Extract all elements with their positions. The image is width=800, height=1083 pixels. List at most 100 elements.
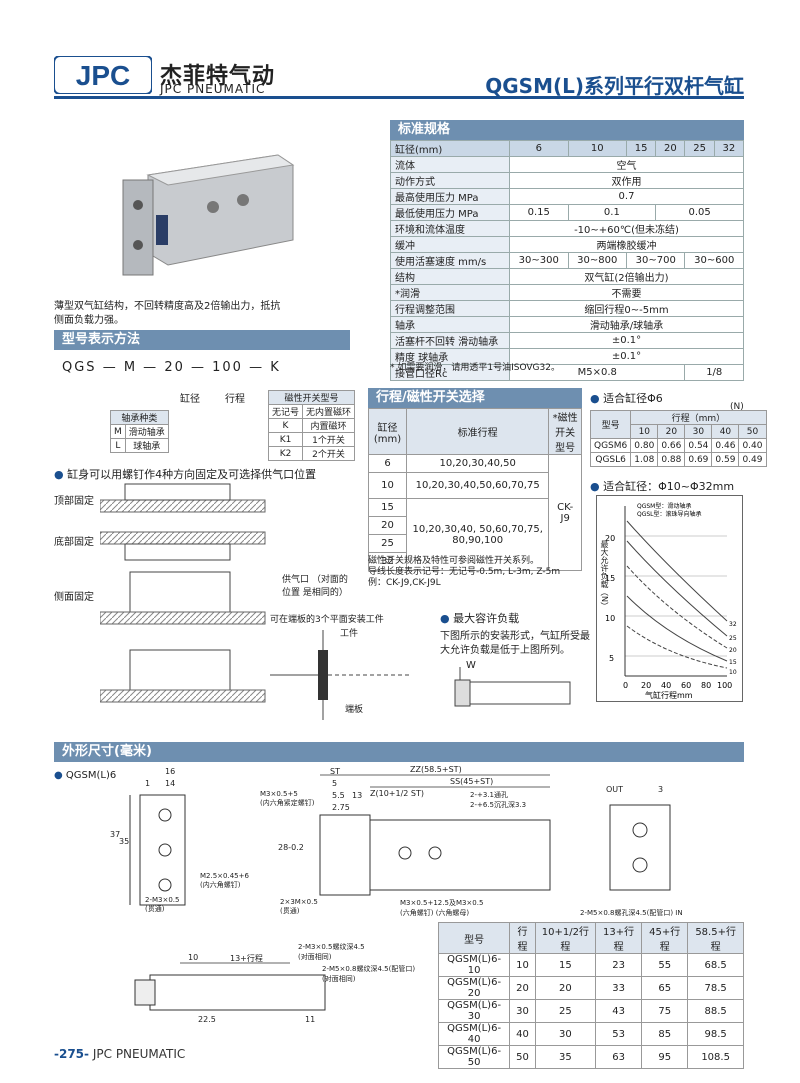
stroke-bore: 15 xyxy=(367,498,408,517)
bore6-unit: (N) xyxy=(730,402,744,412)
dims-cell: 10 xyxy=(509,953,536,977)
endplate-drawing xyxy=(270,630,420,720)
dims-cell: 88.5 xyxy=(687,999,744,1023)
dim-1: 1 xyxy=(145,779,151,788)
logo-text: JPC xyxy=(76,60,130,91)
spec-cell: 1/8 xyxy=(684,364,744,381)
spec-cell: 30~800 xyxy=(567,252,627,269)
stroke-header: *磁性开关型号 xyxy=(548,408,582,455)
dims-cell: QGSM(L)6-20 xyxy=(437,976,511,1000)
switch-model: CK-J9 xyxy=(548,454,582,571)
dims-cell: 68.5 xyxy=(687,953,744,977)
brand-name-cn: 杰菲特气动 xyxy=(160,64,276,89)
stroke-note: 例：CK-J9,CK-J9L xyxy=(368,578,441,588)
curve-label: 20 xyxy=(729,647,737,654)
dim-11: 11 xyxy=(305,1015,316,1024)
switch-desc: 无内置磁环 xyxy=(302,404,356,419)
bore6-cell: 0.40 xyxy=(738,438,767,453)
dims-cell: 30 xyxy=(534,1022,597,1046)
dims-cell: 85 xyxy=(641,1022,689,1046)
endplate-label: 端板 xyxy=(345,705,364,715)
page-title: QGSM(L)系列平行双杆气缸 xyxy=(485,74,744,98)
dim-2-75: 2.75 xyxy=(332,803,350,812)
spec-cell: 滑动轴承/球轴承 xyxy=(509,316,744,333)
stroke-header: 标准行程 xyxy=(406,408,550,455)
stroke-values: 10,20,30,40,50,60,70,75 xyxy=(406,472,550,499)
dims-cell: 108.5 xyxy=(687,1045,744,1069)
bore6-cell: 0.88 xyxy=(657,452,686,467)
front-view-drawing: 16 14 1 37 35 xyxy=(105,767,235,925)
switch-desc: 1个开关 xyxy=(302,432,356,447)
spec-cell: 30~300 xyxy=(509,252,569,269)
bore6-cell: 1.08 xyxy=(630,452,659,467)
header-rule xyxy=(54,96,744,99)
label-m3d: M3×0.5+12.5及M3×0.5(六角螺钉) (六角螺母) xyxy=(400,898,483,918)
model-code: QGS — M — 20 — 100 — K xyxy=(62,360,281,375)
spec-row: *润滑不需要 xyxy=(390,284,744,301)
spec-cell: 精度 球轴承 xyxy=(390,348,510,365)
label-m3a: M3×0.5+5(内六角紧定螺钉) xyxy=(260,790,314,808)
dims-header: 58.5+行程 xyxy=(687,922,744,954)
model-code-part: 20 xyxy=(164,360,185,375)
load-desc: 下图所示的安装形式，气缸所受最大允许负载是低于上图所列。 xyxy=(440,631,590,656)
stroke-values: 10,20,30,40, 50,60,70,75, 80,90,100 xyxy=(406,498,550,571)
curve-label: 25 xyxy=(729,635,737,642)
spec-cell: 10 xyxy=(567,140,627,157)
spec-cell: 20 xyxy=(655,140,686,157)
port-label: 供气口 （对面的位置 是相同的） xyxy=(282,575,348,598)
label-hole2: 2-+6.5沉孔深3.3 xyxy=(470,801,527,809)
label-m3b: 2-M3×0.5(贯通) xyxy=(145,896,179,914)
label-m25-a: M2.5×0.45+6 xyxy=(200,872,249,880)
spec-cell: 两端橡胶缓冲 xyxy=(509,236,744,253)
spec-cell: 流体 xyxy=(390,156,510,173)
spec-cell: 最低使用压力 MPa xyxy=(390,204,510,221)
bore6-stroke: 50 xyxy=(738,424,767,439)
spec-cell: 不需要 xyxy=(509,284,744,301)
switch-code: K1 xyxy=(267,432,304,447)
dims-cell: 35 xyxy=(534,1045,597,1069)
bore10-title: 适合缸径：Φ10~Φ32mm xyxy=(590,478,734,494)
switch-desc: 内置磁环 xyxy=(302,418,356,433)
spec-cell: 25 xyxy=(684,140,715,157)
dim-zz: ZZ(58.5+ST) xyxy=(410,765,462,774)
dims-cell: 63 xyxy=(594,1045,643,1069)
bore6-header: 型号 xyxy=(589,410,632,439)
stroke-notes: 磁性开关规格及特性可参阅磁性开关系列。 导线长度表示记号：无记号-0.5m, L… xyxy=(368,556,560,589)
bore6-cell: 0.66 xyxy=(657,438,686,453)
spec-cell: 0.05 xyxy=(655,204,744,221)
dims-cell: 75 xyxy=(641,999,689,1023)
switch-desc: 2个开关 xyxy=(302,446,356,461)
out-label: OUT xyxy=(606,785,624,794)
label-m25: M2.5×0.45+6(内六角螺钉) xyxy=(200,872,249,890)
label-btm2: 2-M5×0.8螺纹深4.5(配管口)(对面相同) xyxy=(322,964,415,984)
x-tick: 100 xyxy=(717,681,732,690)
spec-cell: 缩回行程0~-5mm xyxy=(509,300,744,317)
model-heading: 型号表示方法 xyxy=(54,330,350,350)
bore6-header: 行程（mm） xyxy=(630,410,767,425)
spec-cell: 缓冲 xyxy=(390,236,510,253)
dims-cell: 95 xyxy=(641,1045,689,1069)
y-label: 最大允许负载（N） xyxy=(600,540,609,610)
spec-cell: M5×0.8 xyxy=(508,364,686,381)
dim-st: ST xyxy=(330,767,340,776)
spec-cell: 双作用 xyxy=(509,172,744,189)
dim-13: 13 xyxy=(352,791,363,800)
legend-item: QGSL型：滚珠导向轴承 xyxy=(637,510,702,518)
dims-cell: QGSM(L)6-30 xyxy=(437,999,511,1023)
spec-cell: 缸径(mm) xyxy=(390,140,510,157)
load-chart: 20 15 10 5 0 20 40 60 80 100 气缸行程mm QGSM… xyxy=(596,495,743,702)
label-m3c-b: (贯通) xyxy=(280,907,300,915)
dims-model: QGSM(L)6 xyxy=(54,770,116,781)
dims-cell: 20 xyxy=(534,976,597,1000)
bearing-code: M xyxy=(110,424,126,439)
dims-cell: QGSM(L)6-40 xyxy=(437,1022,511,1046)
label-bore: 缸径 xyxy=(180,394,200,405)
dims-cell: 53 xyxy=(594,1022,643,1046)
dims-cell: 55 xyxy=(641,953,689,977)
spec-cell: 6 xyxy=(509,140,569,157)
label-m3b-b: (贯通) xyxy=(145,905,165,913)
dim-22-5: 22.5 xyxy=(198,1015,216,1024)
bore6-cell: QGSM6 xyxy=(589,438,632,453)
product-photo xyxy=(108,145,298,285)
spec-row: 活塞杆不回转 滑动轴承±0.1° xyxy=(390,332,744,349)
